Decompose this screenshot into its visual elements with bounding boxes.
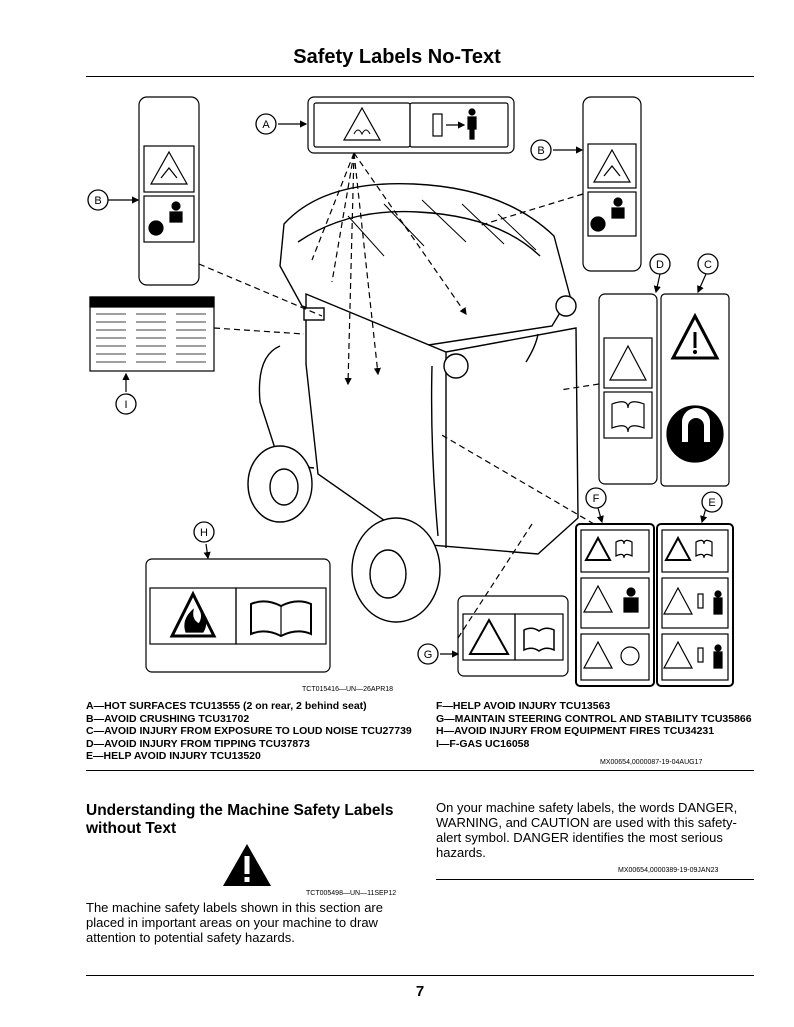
tipping-icon (609, 344, 647, 381)
label-b-right-avoid-crushing (582, 96, 642, 272)
title-rule (86, 76, 754, 77)
callout-f: F (593, 493, 600, 505)
callout-h: H (200, 527, 208, 539)
legend-reference: MX00654,0000087-19-04AUG17 (600, 759, 703, 766)
callout-i: I (124, 399, 127, 411)
label-e-help-avoid-injury (656, 523, 734, 687)
callout-e: E (708, 497, 715, 509)
section-heading: Understanding the Machine Safety Labels … (86, 802, 394, 837)
label-i-f-gas (89, 296, 215, 372)
right-paragraph: On your machine safety labels, the words… (436, 800, 738, 860)
section-reference: MX00654,0000389-19-09JAN23 (618, 867, 719, 874)
page-number: 7 (415, 983, 425, 1000)
legend-item-d: D—AVOID INJURY FROM TIPPING TCU37873 (86, 737, 310, 750)
legend-item-c: C—AVOID INJURY FROM EXPOSURE TO LOUD NOI… (86, 725, 412, 737)
legend-item-b: B—AVOID CRUSHING TCU31702 (86, 712, 250, 725)
legend-item-h: H—AVOID INJURY FROM EQUIPMENT FIRES TCU3… (436, 725, 715, 737)
safety-alert-icon (223, 844, 271, 886)
left-paragraph: The machine safety labels shown in this … (86, 900, 383, 945)
callout-c: C (704, 259, 712, 271)
legend-item-f: F—HELP AVOID INJURY TCU13563 (436, 700, 611, 712)
label-b-left-avoid-crushing (138, 96, 200, 286)
label-h-equipment-fires (145, 558, 331, 673)
label-c-loud-noise (660, 293, 730, 487)
callout-b-left: B (94, 195, 101, 207)
callout-a: A (262, 119, 270, 131)
legend-item-e: E—HELP AVOID INJURY TCU13520 (86, 750, 261, 762)
machine-safety-labels-figure: A B B C D E F G H I (87, 96, 734, 687)
callout-b-right: B (537, 145, 544, 157)
legend-left: A—HOT SURFACES TCU13555 (2 on rear, 2 be… (86, 700, 412, 763)
manual-book-icon (611, 401, 645, 433)
callout-g: G (424, 649, 433, 661)
callout-d: D (656, 259, 664, 271)
label-d-avoid-tipping (598, 293, 658, 485)
hot-surface-icon (342, 106, 382, 141)
legend-item-a: A—HOT SURFACES TCU13555 (2 on rear, 2 be… (86, 700, 367, 712)
legend-rule (86, 770, 754, 771)
legend-right: F—HELP AVOID INJURY TCU13563 G—MAINTAIN … (436, 700, 752, 750)
figure-id: TCT015416—UN—26APR18 (302, 686, 394, 693)
section-rule (436, 879, 754, 880)
label-g-steering-stability (457, 595, 569, 677)
machine-illustration (247, 182, 579, 623)
page-title: Safety Labels No-Text (293, 46, 501, 68)
label-a-hot-surfaces (307, 96, 515, 154)
legend-item-g: G—MAINTAIN STEERING CONTROL AND STABILIT… (436, 712, 752, 725)
legend-item-i: I—F-GAS UC16058 (436, 737, 530, 750)
icon-id: TCT005498—UN—11SEP12 (306, 890, 397, 897)
footer-rule (86, 975, 754, 976)
label-f-help-avoid-injury (575, 523, 655, 687)
keep-distance-icon (432, 113, 443, 137)
